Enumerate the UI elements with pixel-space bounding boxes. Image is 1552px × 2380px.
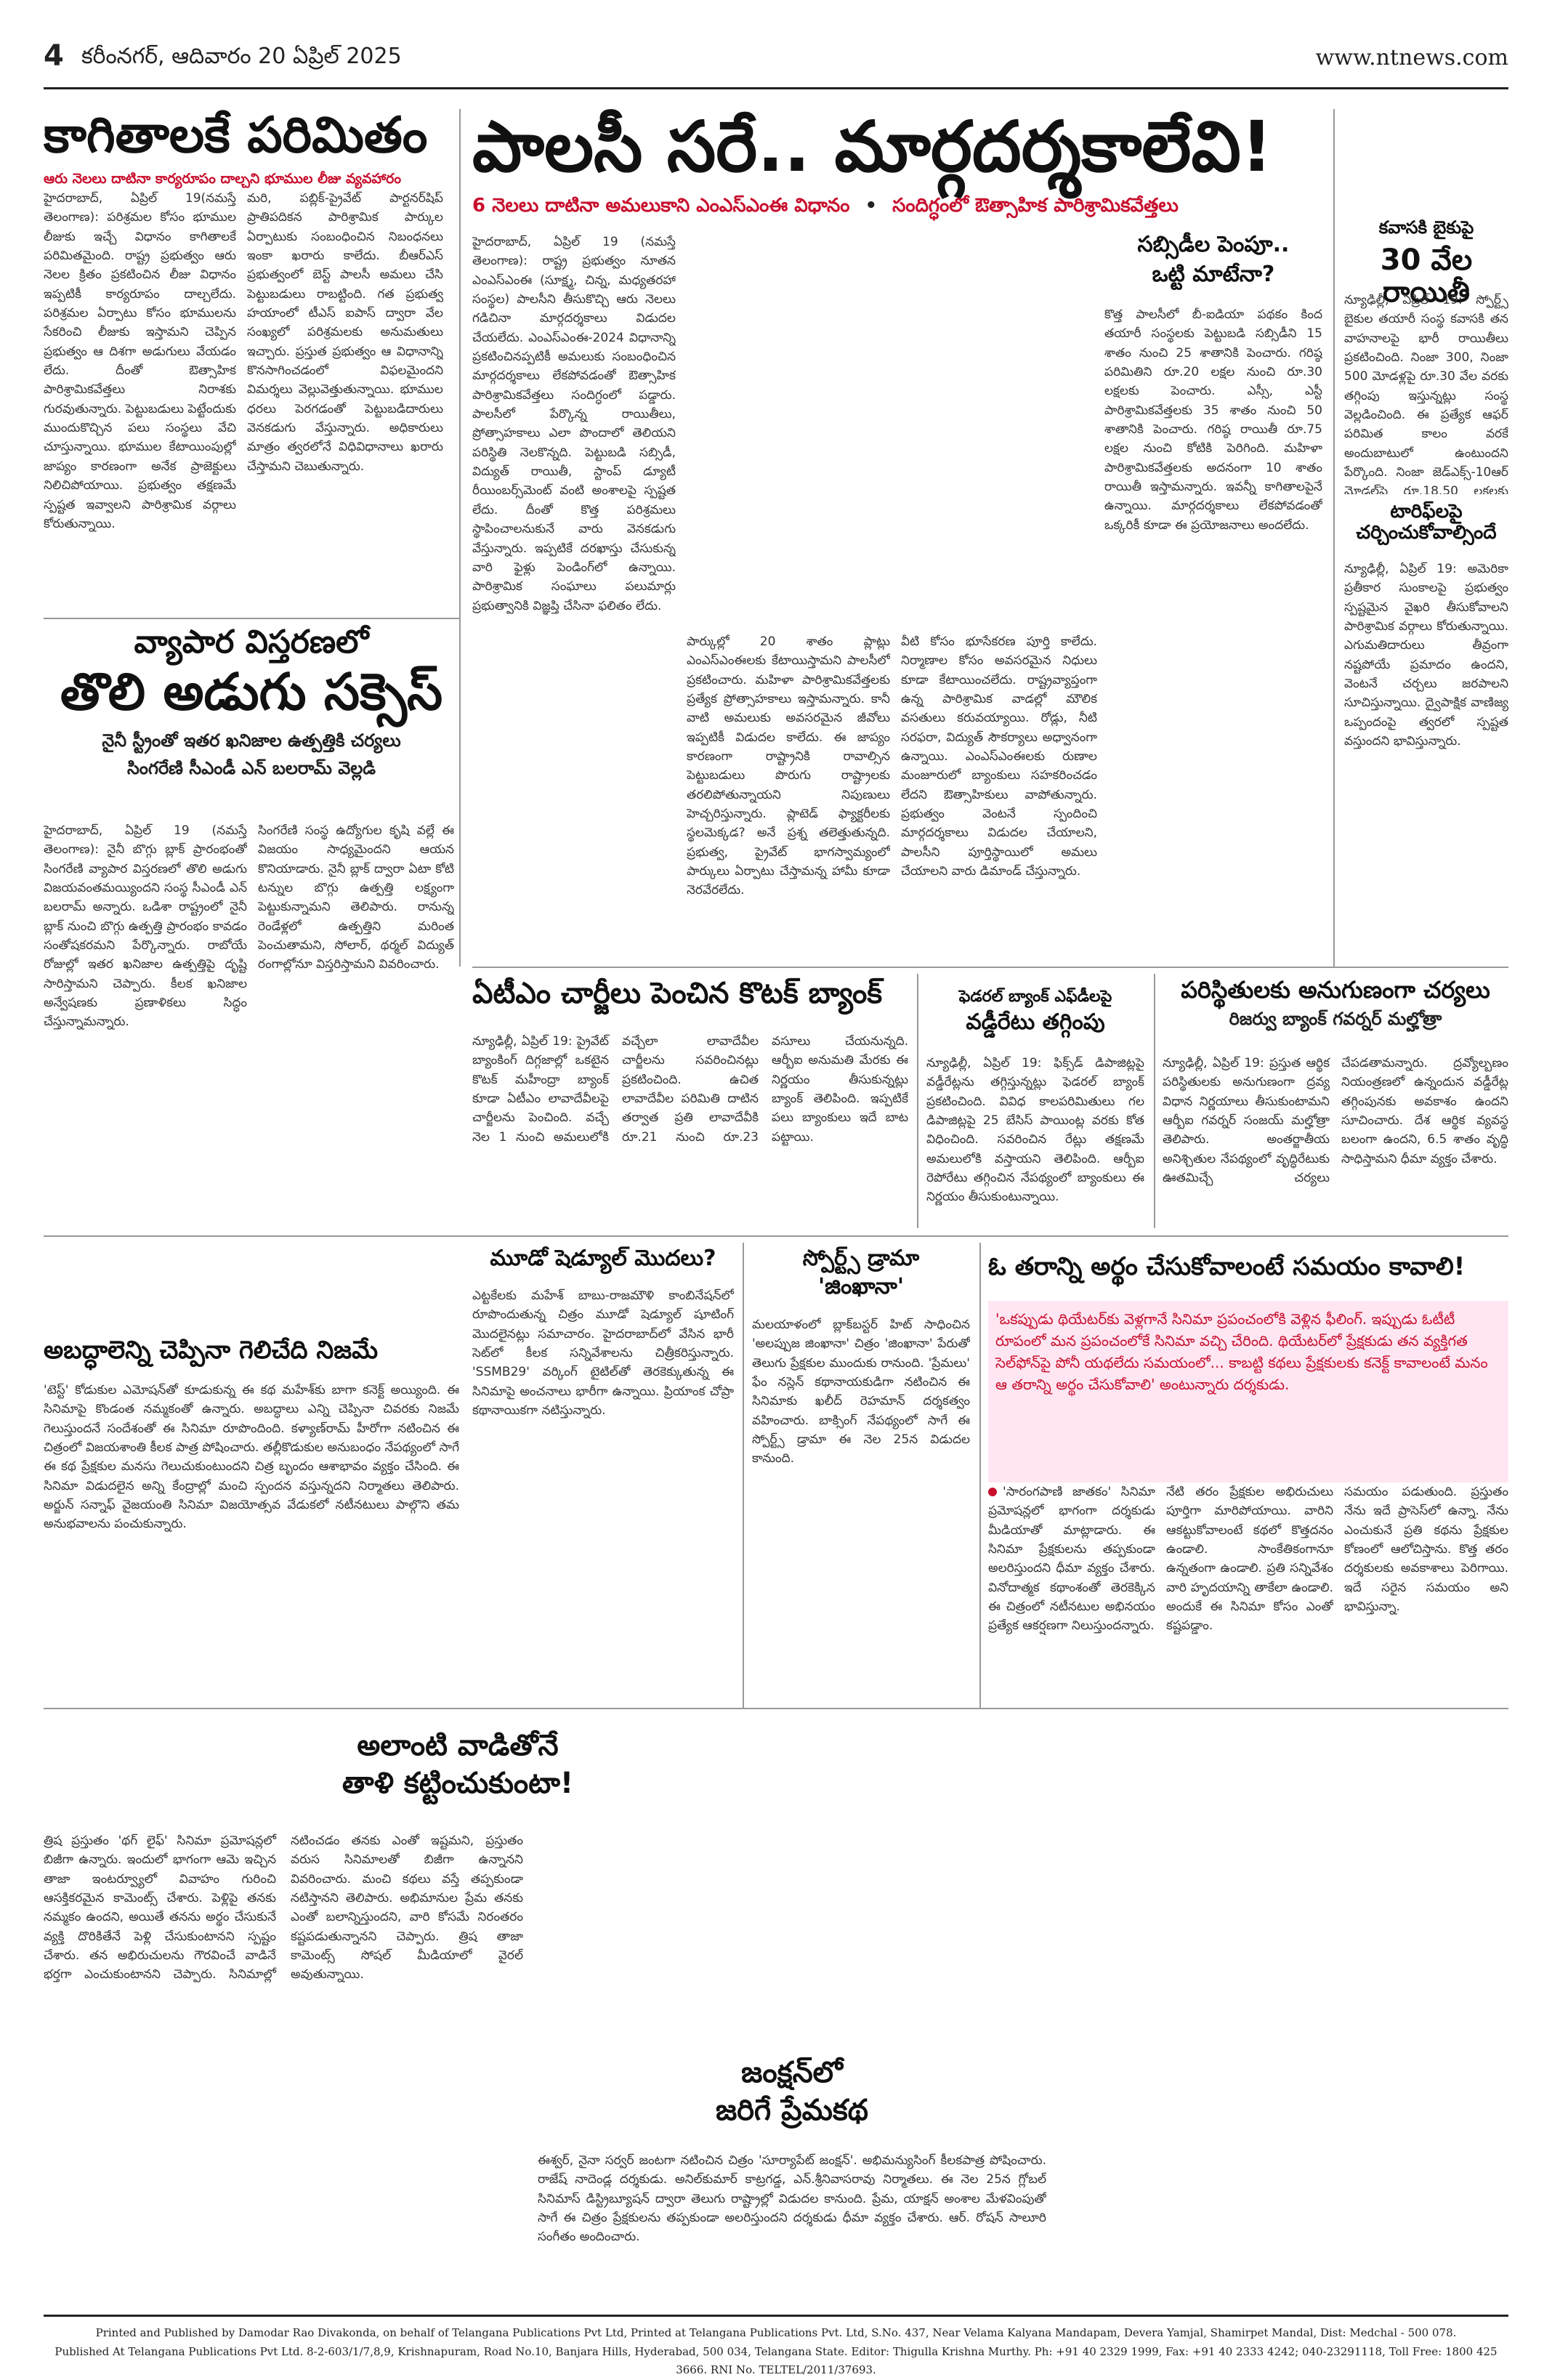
section-divider [472, 967, 1508, 968]
subhead-left: 6 నెలలు దాటినా అమలుకాని ఎంఎస్ఎంఈ విధానం [472, 194, 850, 217]
section-divider [44, 618, 459, 619]
subhead-right: సందిగ్ధంలో ఔత్సాహిక పారిశ్రామికవేత్తలు [892, 194, 1179, 217]
headline-top: స్పోర్ట్స్ డ్రామా [802, 1246, 920, 1271]
article-body: మరి, పబ్లిక్-ప్రైవేట్ పార్టనర్‌షిప్ ప్రా… [247, 191, 443, 474]
article-body: న్యూఢిల్లీ, ఏప్రిల్ 19: ప్రైవేట్ బ్యాంకి… [472, 1034, 908, 1145]
article-federal: ఫెడరల్ బ్యాంక్ ఎఫ్‌డీలపై వడ్డీరేటు తగ్గి… [926, 988, 1144, 1034]
subhead2: సింగరేణి సీఎండీ ఎన్ బలరామ్ వెల్లడి [126, 758, 376, 779]
article-singareni: వ్యాపార విస్తరణలో తొలి అడుగు సక్సెస్ నైన… [44, 624, 459, 783]
article-subsidies: సబ్సిడీల పెంపూ.. ఒట్టి మాటేనా? [1104, 233, 1322, 286]
article-third-schedule-headline: మూడో షెడ్యూల్ మొదలు? [490, 1246, 716, 1271]
quote-box: 'ఒకప్పుడు థియేటర్‌కు వెళ్లగానే సినిమా ప్… [988, 1301, 1508, 1483]
article-body: ఎట్టకేలకు మహేశ్ బాబు-రాజమౌళి కాంబినేషన్‌… [472, 1288, 734, 1419]
article-body: హైదరాబాద్, ఏప్రిల్ 19(నమస్తే తెలంగాణ): ప… [44, 191, 236, 531]
headline-top: టారిఫ్‌లపై [1390, 501, 1463, 523]
headline: కాగితాలకే పరిమితం [44, 107, 428, 164]
article-body: మలయాళంలో బ్లాక్‌బస్టర్ హిట్ సాధించిన 'అల… [752, 1318, 970, 1467]
section-divider [44, 1235, 1508, 1237]
headline-bottom: 30 వేల రాయితీ [1380, 243, 1473, 310]
headline-top: కవాసకి బైకుపై [1378, 217, 1474, 238]
article-policy: పాలసీ సరే.. మార్గదర్శకాలేవి! 6 నెలలు దాట… [472, 106, 1417, 221]
website-link[interactable]: www.ntnews.com [1315, 45, 1508, 70]
article-junction: జంక్షన్‌లో జరిగే ప్రేమకథ [538, 2057, 1046, 2126]
headline-top: సబ్సిడీల పెంపూ.. [1137, 232, 1290, 257]
headline-bottom: వడ్డీరేటు తగ్గింపు [966, 1009, 1105, 1036]
article-body: ఈశ్వర్, నైనా సర్వర్ జంటగా నటించిన చిత్రం… [538, 2153, 1046, 2245]
imprint-line: Printed and Published by Damodar Rao Div… [95, 2326, 1457, 2339]
article-body: సింగరేణి సంస్థ ఉద్యోగుల కృషి వల్లే ఈ విజ… [258, 823, 454, 972]
article-body: న్యూఢిల్లీ, ఏప్రిల్ 19: అమెరికా ప్రతీకార… [1344, 562, 1508, 749]
article-kawasaki: కవాసకి బైకుపై 30 వేల రాయితీ [1344, 217, 1508, 310]
headline-top: ఫెడరల్ బ్యాంక్ ఎఫ్‌డీలపై [958, 988, 1112, 1006]
headline-bottom: ఒట్టి మాటేనా? [1152, 262, 1275, 287]
article-body: వీటి కోసం భూసేకరణ పూర్తి కాలేదు. నిర్మాణ… [901, 634, 1097, 879]
headline-bottom: 'జింఖానా' [817, 1274, 905, 1299]
article-body: హైదరాబాద్, ఏప్రిల్ 19 (నమస్తే తెలంగాణ): … [44, 823, 247, 1030]
article-body: 'టెస్ట్' కోడుకుల ఎమోషన్‌తో కూడుకున్న ఈ క… [44, 1383, 459, 1532]
article-generation-headline: ఓ తరాన్ని అర్థం చేసుకోవాలంటే సమయం కావాలి… [988, 1252, 1466, 1281]
subhead1: నైనీ స్ట్రీంతో ఇతర ఖనిజాల ఉత్పత్తికి చర్… [102, 730, 401, 751]
bullet-icon [988, 1488, 997, 1496]
article-trisha: అలాంటి వాడితోనే తాళి కట్టించుకుంటా! [44, 1730, 872, 1799]
article-truth-headline: అబద్ధాలెన్ని చెప్పినా గెలిచేది నిజమే [44, 1336, 379, 1365]
article-body: న్యూఢిల్లీ, ఏప్రిల్ 19: స్పోర్ట్స్ బైకుల… [1344, 293, 1508, 494]
subhead: ఆరు నెలలు దాటినా కార్యరూపం దాల్చని భూముల… [44, 170, 402, 187]
column-divider [459, 109, 461, 967]
subhead: రిజర్వు బ్యాంక్ గవర్నర్ మల్హోత్రా [1229, 1009, 1442, 1030]
imprint-line: Published At Telangana Publications Pvt … [54, 2344, 1498, 2377]
headline-top: అలాంటి వాడితోనే [357, 1729, 559, 1762]
column-divider [1333, 109, 1335, 967]
headline-bottom: చర్చించుకోవాల్సిందే [1356, 521, 1497, 544]
column-divider [1154, 974, 1155, 1228]
article-body: పార్కుల్లో 20 శాతం ప్లాట్లు ఎంఎస్ఎంఈలకు … [687, 634, 890, 898]
article-body: త్రిష ప్రస్తుతం 'థగ్ లైఫ్' సినిమా ప్రమోష… [44, 1834, 523, 1982]
page-number: 4 [44, 39, 64, 73]
article-body: నేటి తరం ప్రేక్షకుల అభిరుచులు పూర్తిగా మ… [1166, 1485, 1333, 1634]
headline: పరిస్థితులకు అనుగుణంగా చర్యలు [1181, 976, 1490, 1004]
article-body-text: 'సారంగపాణి జాతకం' సినిమా ప్రమోషన్లలో భాగ… [988, 1485, 1155, 1634]
article-body: న్యూఢిల్లీ, ఏప్రిల్ 19: ప్రస్తుత ఆర్థిక … [1163, 1056, 1508, 1186]
bullet-icon: • [865, 194, 878, 217]
imprint-footer: Printed and Published by Damodar Rao Div… [44, 2315, 1508, 2380]
section-divider [44, 1708, 1508, 1709]
article-rbi: పరిస్థితులకు అనుగుణంగా చర్యలు రిజర్వు బ్… [1163, 977, 1508, 1033]
headline-bottom: తొలి అడుగు సక్సెస్ [60, 662, 443, 722]
article-gymkhana: స్పోర్ట్స్ డ్రామా 'జింఖానా' [752, 1246, 970, 1299]
date-line: కరీంనగర్, ఆదివారం 20 ఏప్రిల్ 2025 [81, 44, 402, 69]
column-divider [743, 1243, 744, 1708]
column-divider [917, 974, 918, 1228]
headline: పాలసీ సరే.. మార్గదర్శకాలేవి! [472, 106, 1273, 187]
article-kotak-headline: ఏటీఎం చార్జీలు పెంచిన కొటక్ బ్యాంక్ [472, 977, 883, 1010]
article-body: 'సారంగపాణి జాతకం' సినిమా ప్రమోషన్లలో భాగ… [988, 1483, 1155, 1701]
headline-top: జంక్షన్‌లో [741, 2056, 843, 2089]
column-divider [979, 1243, 981, 1708]
masthead: 4 కరీంనగర్, ఆదివారం 20 ఏప్రిల్ 2025 www.… [44, 22, 1508, 89]
article-body: కొత్త పాలసీలో బీ-ఐడియా పథకం కింద తయారీ స… [1104, 307, 1322, 533]
article-body: హైదరాబాద్, ఏప్రిల్ 19 (నమస్తే తెలంగాణ): … [472, 235, 676, 613]
article-body: సమయం పడుతుంది. ప్రస్తుతం నేను ఇదే ప్రాసె… [1344, 1485, 1508, 1615]
headline-bottom: జరిగే ప్రేమకథ [715, 2094, 869, 2127]
headline-bottom: తాళి కట్టించుకుంటా! [341, 1767, 574, 1800]
headline-top: వ్యాపార విస్తరణలో [134, 624, 369, 661]
article-tariffs: టారిఫ్‌లపై చర్చించుకోవాల్సిందే [1344, 501, 1508, 543]
article-kagitalake: కాగితాలకే పరిమితం ఆరు నెలలు దాటినా కార్య… [44, 107, 450, 190]
article-body: న్యూఢిల్లీ, ఏప్రిల్ 19: ఫిక్స్‌డ్ డిపాజి… [926, 1056, 1144, 1205]
